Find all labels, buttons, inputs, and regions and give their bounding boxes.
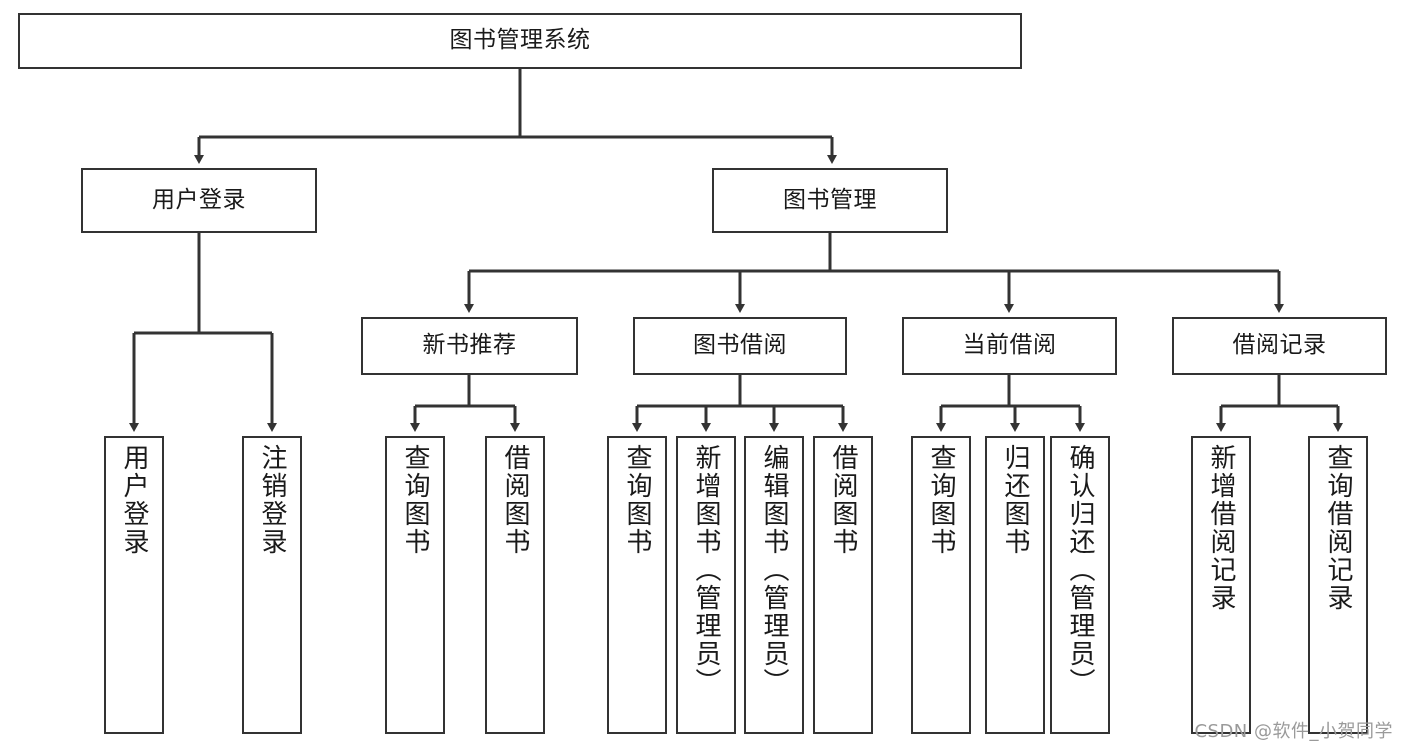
connectors-borrow-record [1216,375,1343,432]
connectors-root [194,69,837,164]
leaf-add-borrow-record[interactable]: 新增借阅记录 [1191,436,1251,734]
leaf-borrow-book-1[interactable]: 借阅图书 [485,436,545,734]
node-book-manage[interactable]: 图书管理 [712,168,948,233]
leaf-user-login[interactable]: 用户登录 [104,436,164,734]
node-book-manage-label: 图书管理 [783,186,877,213]
leaf-borrow-book-1-label: 借阅图书 [500,444,530,556]
node-root-label: 图书管理系统 [449,27,591,54]
leaf-add-book-admin[interactable]: 新增图书（管理员） [676,436,736,734]
node-user-login-label: 用户登录 [152,186,246,213]
node-borrow-record-label: 借阅记录 [1232,332,1327,359]
watermark-text: CSDN @软件_小贺同学 [1194,721,1393,742]
leaf-borrow-book-2-label: 借阅图书 [828,444,858,556]
leaf-query-book-3-label: 查询图书 [926,444,956,556]
node-root[interactable]: 图书管理系统 [18,13,1022,69]
node-book-borrow[interactable]: 图书借阅 [633,317,847,375]
leaf-query-book-1-label: 查询图书 [400,444,430,556]
leaf-query-book-2-label: 查询图书 [622,444,652,556]
leaf-return-book[interactable]: 归还图书 [985,436,1045,734]
node-user-login[interactable]: 用户登录 [81,168,317,233]
node-new-book-recommend-label: 新书推荐 [422,332,517,359]
leaf-query-book-3[interactable]: 查询图书 [911,436,971,734]
node-current-borrow[interactable]: 当前借阅 [902,317,1117,375]
leaf-edit-book-admin[interactable]: 编辑图书（管理员） [744,436,804,734]
leaf-query-borrow-record[interactable]: 查询借阅记录 [1308,436,1368,734]
leaf-return-book-label: 归还图书 [1000,444,1030,556]
leaf-user-login-label: 用户登录 [119,444,149,556]
node-borrow-record[interactable]: 借阅记录 [1172,317,1387,375]
connectors-current-borrow [936,375,1085,432]
node-current-borrow-label: 当前借阅 [962,332,1057,359]
connectors-book-borrow [632,375,848,432]
leaf-query-borrow-record-label: 查询借阅记录 [1323,444,1353,612]
leaf-query-book-1[interactable]: 查询图书 [385,436,445,734]
connectors-book-manage [464,233,1284,313]
leaf-edit-book-admin-label: 编辑图书（管理员） [759,444,789,696]
leaf-add-book-admin-label: 新增图书（管理员） [691,444,721,696]
leaf-borrow-book-2[interactable]: 借阅图书 [813,436,873,734]
leaf-add-borrow-record-label: 新增借阅记录 [1206,444,1236,612]
leaf-logout-login-label: 注销登录 [257,444,287,556]
leaf-logout-login[interactable]: 注销登录 [242,436,302,734]
leaf-confirm-return-admin[interactable]: 确认归还（管理员） [1050,436,1110,734]
leaf-query-book-2[interactable]: 查询图书 [607,436,667,734]
node-book-borrow-label: 图书借阅 [693,332,787,359]
node-new-book-recommend[interactable]: 新书推荐 [361,317,578,375]
connectors-user-login [129,233,277,432]
connectors-new-book-recommend [410,375,520,432]
leaf-confirm-return-admin-label: 确认归还（管理员） [1065,444,1095,696]
